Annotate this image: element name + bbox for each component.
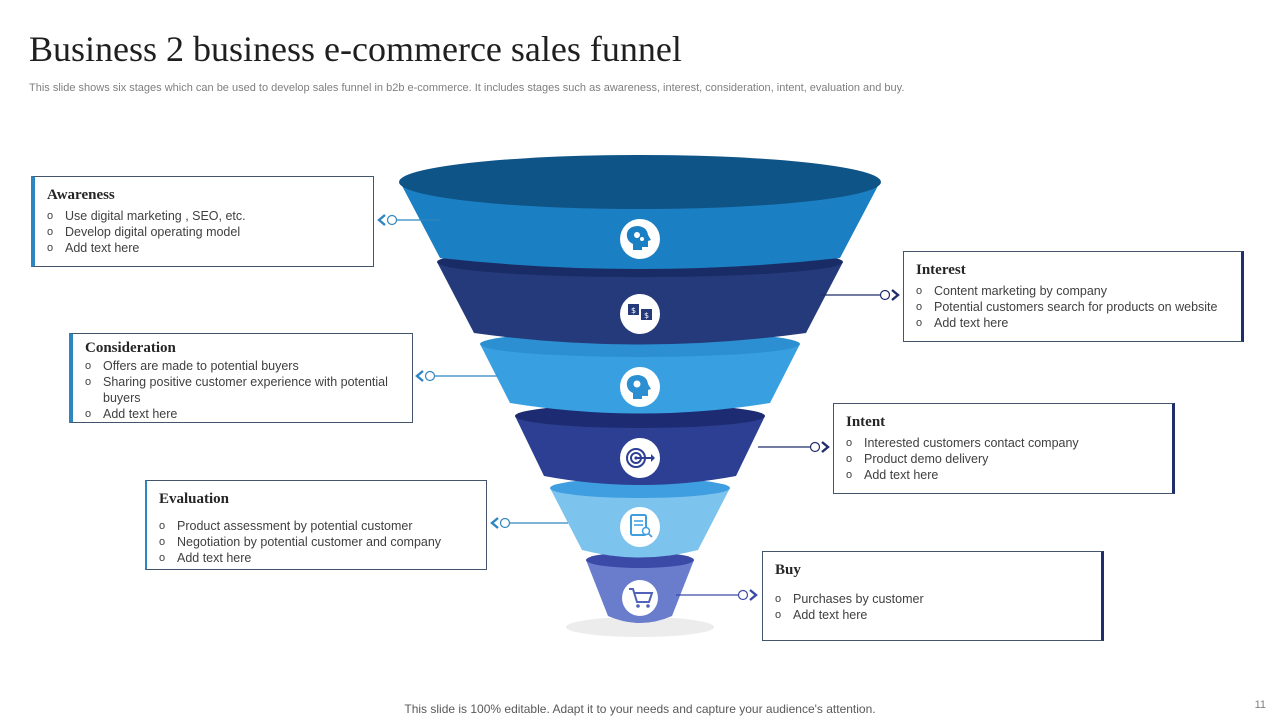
head-gears-icon xyxy=(620,219,660,259)
list-item: Add text here xyxy=(775,607,1091,623)
list-item: Add text here xyxy=(85,406,402,422)
list-item: Sharing positive customer experience wit… xyxy=(85,374,402,406)
list-item: Use digital marketing , SEO, etc. xyxy=(47,208,363,224)
stage-title: Interest xyxy=(916,262,966,278)
list-item: Add text here xyxy=(47,240,363,256)
head-idea-icon xyxy=(620,367,660,407)
stage-list: Purchases by customer Add text here xyxy=(775,591,1091,623)
slide-title: Business 2 business e-commerce sales fun… xyxy=(29,29,682,69)
stage-list: Interested customers contact company Pro… xyxy=(846,435,1162,483)
slide-footer: This slide is 100% editable. Adapt it to… xyxy=(404,702,876,716)
stage-title: Buy xyxy=(775,562,801,578)
stage-list: Content marketing by company Potential c… xyxy=(916,283,1231,331)
connector-intent xyxy=(758,441,830,453)
stage-title: Evaluation xyxy=(159,491,230,507)
connector-awareness xyxy=(377,214,440,226)
stage-title: Consideration xyxy=(85,340,176,356)
stage-list: Offers are made to potential buyers Shar… xyxy=(85,358,402,422)
stage-box-consideration: Consideration Offers are made to potenti… xyxy=(69,333,413,423)
connector-interest xyxy=(820,289,900,301)
list-item: Purchases by customer xyxy=(775,591,1091,607)
money-cube-icon: $ $ xyxy=(620,294,660,334)
list-item: Add text here xyxy=(159,550,476,566)
list-item: Content marketing by company xyxy=(916,283,1231,299)
stage-title: Awareness xyxy=(47,187,115,203)
funnel-shadow xyxy=(566,617,714,637)
list-item: Negotiation by potential customer and co… xyxy=(159,534,476,550)
list-item: Add text here xyxy=(846,467,1162,483)
connector-evaluation xyxy=(490,517,568,529)
page-number: 11 xyxy=(1254,699,1266,711)
list-item: Interested customers contact company xyxy=(846,435,1162,451)
list-item: Develop digital operating model xyxy=(47,224,363,240)
list-item: Offers are made to potential buyers xyxy=(85,358,402,374)
stage-list: Use digital marketing , SEO, etc. Develo… xyxy=(47,208,363,256)
list-item: Add text here xyxy=(916,315,1231,331)
shopping-cart-icon xyxy=(622,580,658,616)
list-item: Product demo delivery xyxy=(846,451,1162,467)
list-item: Product assessment by potential customer xyxy=(159,518,476,534)
clipboard-search-icon xyxy=(620,507,660,547)
stage-box-intent: Intent Interested customers contact comp… xyxy=(833,403,1175,494)
connector-buy xyxy=(676,589,758,601)
slide-subtitle: This slide shows six stages which can be… xyxy=(29,82,905,94)
stage-list: Product assessment by potential customer… xyxy=(159,518,476,566)
svg-text:$: $ xyxy=(631,306,636,315)
stage-box-buy: Buy Purchases by customer Add text here xyxy=(762,551,1104,641)
stage-title: Intent xyxy=(846,414,886,430)
target-arrow-icon xyxy=(620,438,660,478)
svg-text:$: $ xyxy=(644,311,649,320)
stage-box-awareness: Awareness Use digital marketing , SEO, e… xyxy=(31,176,374,267)
list-item: Potential customers search for products … xyxy=(916,299,1231,315)
stage-box-evaluation: Evaluation Product assessment by potenti… xyxy=(145,480,487,570)
connector-consideration xyxy=(415,370,497,382)
stage-box-interest: Interest Content marketing by company Po… xyxy=(903,251,1244,342)
